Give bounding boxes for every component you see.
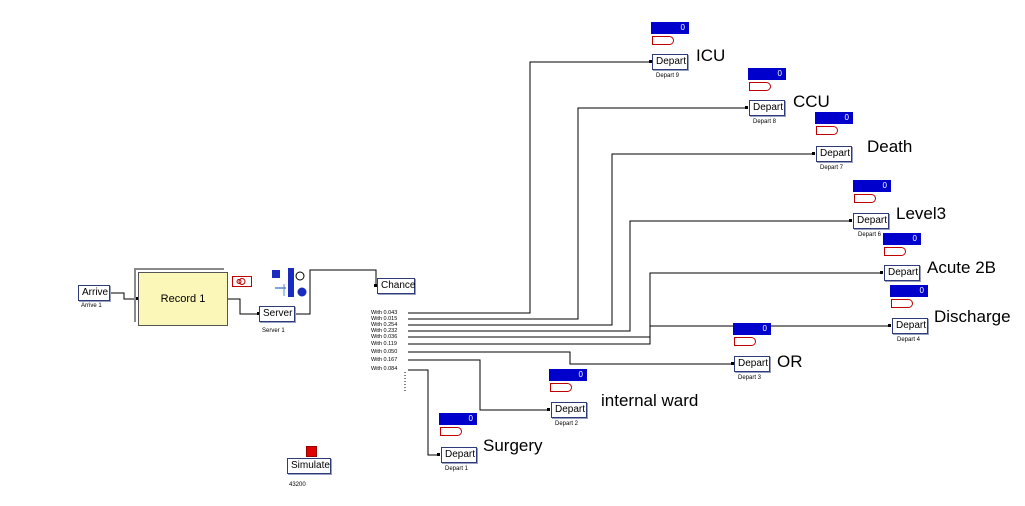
entity-icon xyxy=(891,299,913,308)
chance-probability: With 0.050 xyxy=(371,349,398,355)
destination-label: ICU xyxy=(696,46,726,65)
entity-icon xyxy=(440,427,462,436)
arrive-module[interactable]: Arrive xyxy=(78,285,110,301)
depart-counter: 0 xyxy=(883,233,921,245)
server-sublabel: Server 1 xyxy=(262,328,285,334)
chance-module[interactable]: Chance xyxy=(377,278,415,294)
connector-to-level3 xyxy=(408,220,852,332)
record-label: Record 1 xyxy=(160,293,206,305)
chance-probability: With 0.119 xyxy=(371,341,397,347)
connector-to-acute2b xyxy=(408,272,883,338)
depart-module[interactable]: Depart xyxy=(853,213,889,229)
depart-sublabel: Depart 3 xyxy=(738,375,762,381)
depart-module[interactable]: Depart xyxy=(441,447,477,463)
record-module[interactable]: Record 1 xyxy=(134,268,228,326)
depart-counter: 0 xyxy=(890,285,928,297)
connector-to-discharge xyxy=(408,325,891,345)
server-module[interactable]: Server xyxy=(259,306,295,322)
depart-sublabel: Depart 4 xyxy=(897,337,921,343)
entity-icon xyxy=(816,126,838,135)
destination-label: Surgery xyxy=(483,436,543,455)
depart-counter: 0 xyxy=(733,323,771,335)
chance-probability: With 0.036 xyxy=(371,334,398,340)
depart-counter: 0 xyxy=(748,68,786,80)
connector-to-or xyxy=(408,351,734,365)
arrive-sublabel: Arrive 1 xyxy=(81,303,102,309)
connector-arrive-record xyxy=(111,292,138,300)
connector-to-death xyxy=(408,153,815,326)
depart-counter: 0 xyxy=(439,413,477,425)
destination-label: CCU xyxy=(793,92,830,111)
depart-module[interactable]: Depart xyxy=(884,265,920,281)
server-resource-icon xyxy=(272,268,307,297)
depart-counter: 0 xyxy=(549,369,587,381)
destination-label: Death xyxy=(867,137,913,156)
depart-sublabel: Depart 8 xyxy=(753,119,777,125)
simulate-value: 43200 xyxy=(289,482,306,488)
depart-module[interactable]: Depart xyxy=(551,402,587,418)
destination-label: internal ward xyxy=(601,391,699,410)
entity-icon xyxy=(652,36,674,45)
depart-sublabel: Depart 2 xyxy=(555,421,579,427)
depart-module[interactable]: Depart xyxy=(749,100,785,116)
chance-probability: With 0.043 xyxy=(371,310,398,316)
destination-label: Discharge xyxy=(934,307,1011,326)
destination-label: Level3 xyxy=(896,204,947,223)
depart-module[interactable]: Depart xyxy=(892,318,928,334)
connector-to-surgery xyxy=(408,369,440,456)
depart-sublabel: Depart 1 xyxy=(445,466,469,472)
chance-probability: With 0.232 xyxy=(371,328,398,334)
destination-label: Acute 2B xyxy=(927,258,996,277)
depart-module[interactable]: Depart xyxy=(816,146,852,162)
connector-server-chance xyxy=(295,269,377,315)
connector-record-server xyxy=(228,298,260,315)
depart-module[interactable]: Depart xyxy=(734,356,770,372)
depart-counter: 0 xyxy=(651,22,689,34)
chance-probability: With 0.015 xyxy=(371,316,398,322)
chance-probability: With 0.254 xyxy=(371,322,398,328)
simulate-flag-icon xyxy=(306,446,317,457)
entity-icon xyxy=(734,337,756,346)
depart-sublabel: Depart 7 xyxy=(820,165,844,171)
entity-icon xyxy=(884,247,906,256)
depart-sublabel: Depart 6 xyxy=(858,232,882,238)
entity-icon xyxy=(550,383,572,392)
depart-module[interactable]: Depart xyxy=(652,54,688,70)
connector-to-ccu xyxy=(408,107,748,320)
record-animation-icon xyxy=(232,276,252,287)
simulate-module[interactable]: Simulate xyxy=(287,458,331,474)
connector-to-icu xyxy=(408,61,652,314)
chance-probability: With 0.167 xyxy=(371,357,398,363)
connector-to-internal-ward xyxy=(408,359,550,411)
entity-icon xyxy=(749,82,771,91)
depart-counter: 0 xyxy=(815,112,853,124)
entity-icon xyxy=(854,194,876,203)
depart-counter: 0 xyxy=(853,180,891,192)
chance-probability: With 0.084 xyxy=(371,366,398,372)
destination-label: OR xyxy=(777,352,803,371)
depart-sublabel: Depart 9 xyxy=(656,73,680,79)
